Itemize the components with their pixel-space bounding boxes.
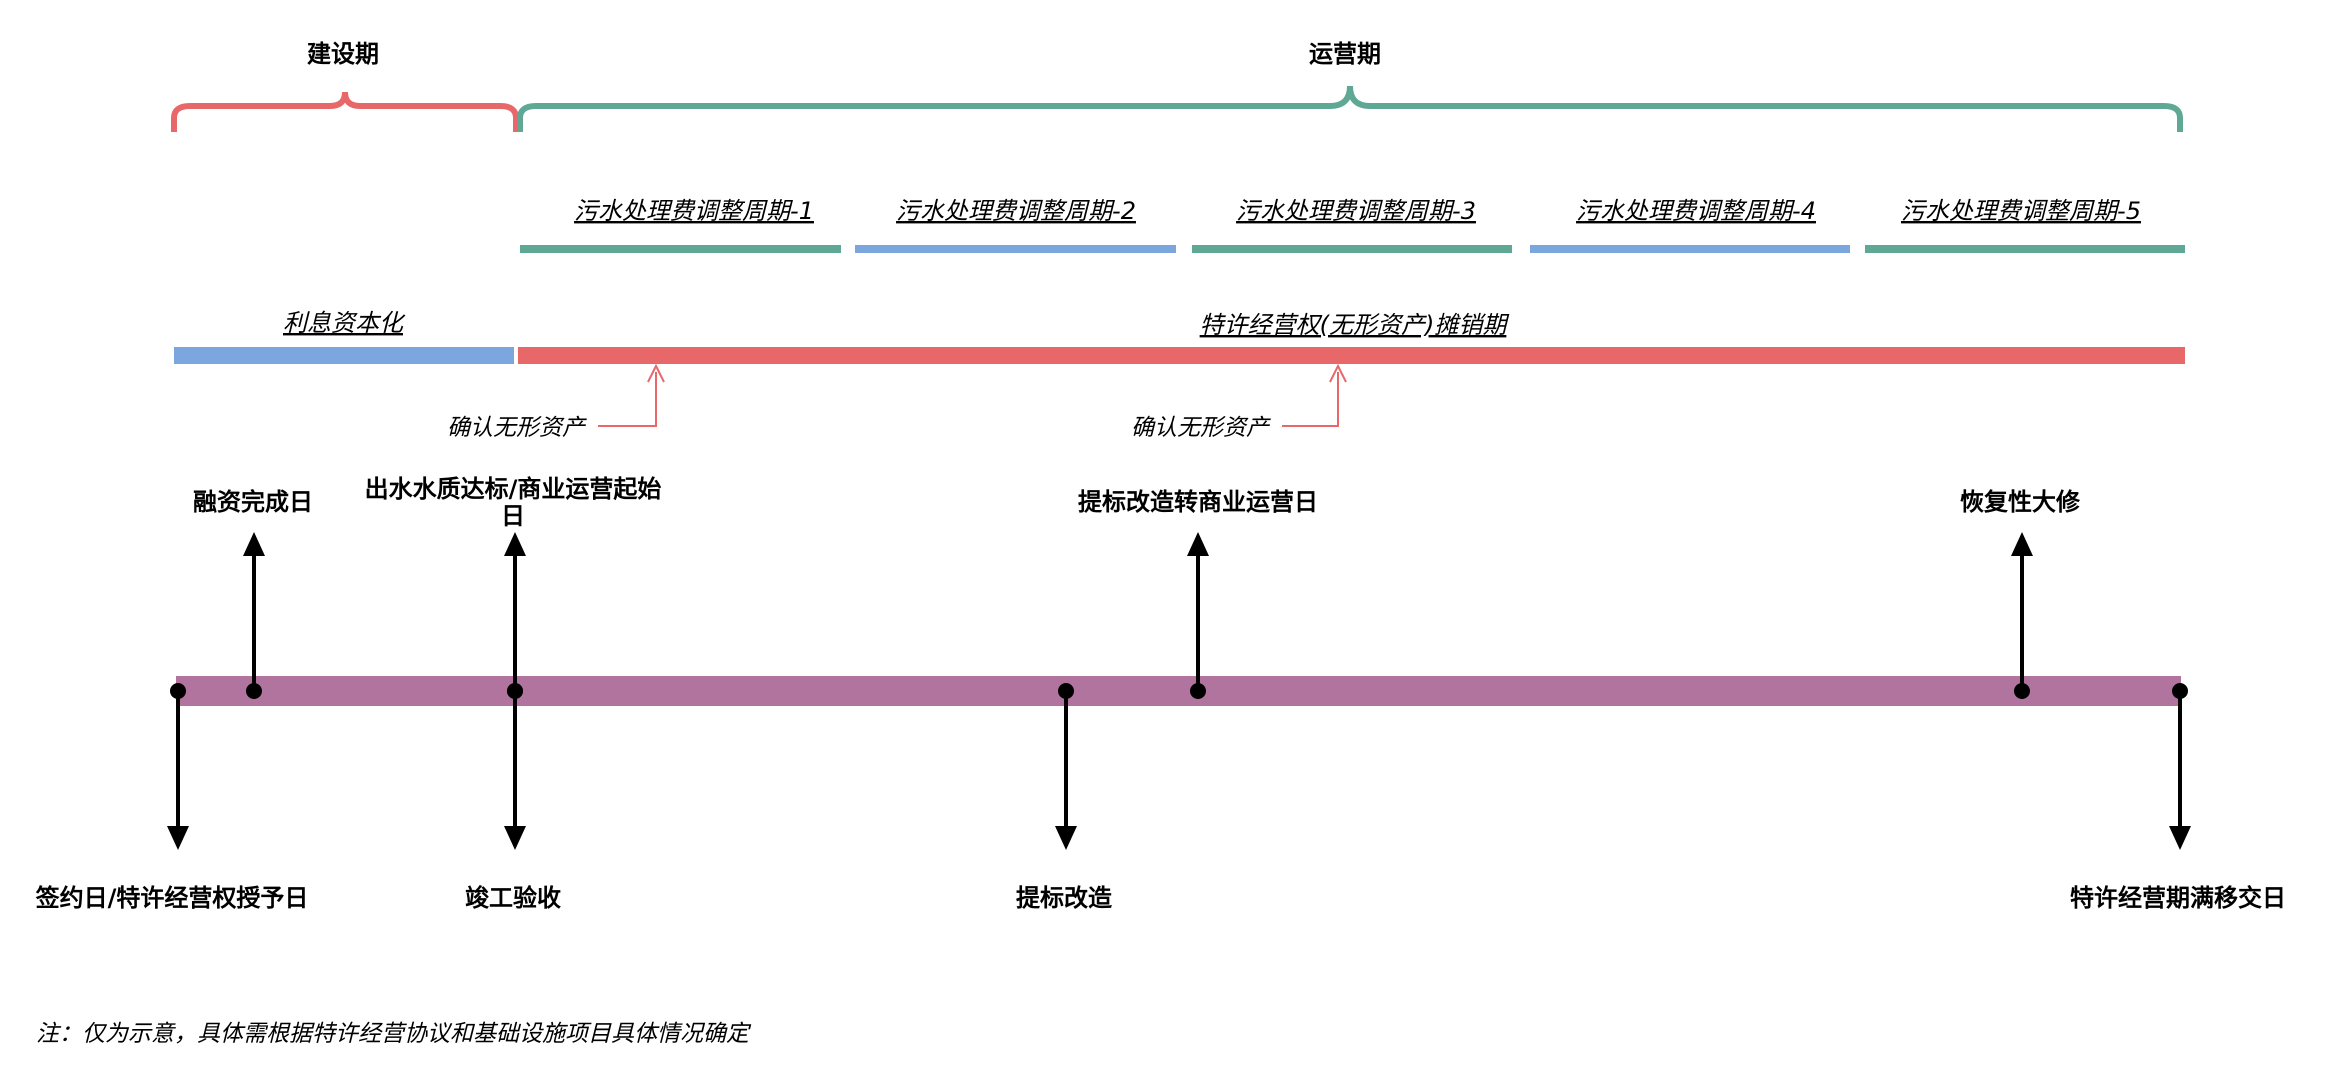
event-completion-acceptance-arrowhead xyxy=(504,826,526,850)
recognition-2: 确认无形资产 xyxy=(1131,363,1347,441)
event-financing-complete-arrowhead xyxy=(243,532,265,556)
event-financing-complete: 融资完成日 xyxy=(193,488,313,699)
event-commercial-operation: 出水水质达标/商业运营起始 日 xyxy=(365,475,662,691)
event-upgrade-label: 提标改造 xyxy=(1016,884,1112,912)
cycle-1-label: 污水处理费调整周期-1 xyxy=(574,197,814,225)
event-commercial-operation-label-line2: 日 xyxy=(501,502,525,530)
cycle-4-label: 污水处理费调整周期-4 xyxy=(1576,197,1816,225)
event-restorative-overhaul-label: 恢复性大修 xyxy=(1960,488,2081,516)
event-signing-label: 签约日/特许经营权授予日 xyxy=(35,884,309,912)
event-restorative-overhaul-arrowhead xyxy=(2011,532,2033,556)
event-upgrade-operation-arrowhead xyxy=(1187,532,1209,556)
cycle-3-bar xyxy=(1192,245,1512,253)
event-commercial-operation-label-line1: 出水水质达标/商业运营起始 xyxy=(365,475,662,503)
event-restorative-overhaul-dot xyxy=(2014,683,2030,699)
event-handover-label: 特许经营期满移交日 xyxy=(2070,884,2286,912)
event-upgrade-operation: 提标改造转商业运营日 xyxy=(1078,488,1318,699)
amortization-bar xyxy=(518,347,2185,364)
cycle-5-bar xyxy=(1865,245,2185,253)
cycle-2-label: 污水处理费调整周期-2 xyxy=(896,197,1136,225)
cycle-3-label: 污水处理费调整周期-3 xyxy=(1236,197,1476,225)
footnote: 注：仅为示意，具体需根据特许经营协议和基础设施项目具体情况确定 xyxy=(36,1021,752,1047)
event-signing: 签约日/特许经营权授予日 xyxy=(35,683,309,912)
construction-brace xyxy=(171,91,519,132)
event-commercial-operation-arrowhead xyxy=(504,532,526,556)
event-completion-acceptance-label: 竣工验收 xyxy=(465,884,561,912)
capitalization-label: 利息资本化 xyxy=(283,309,406,337)
recognition-1-label: 确认无形资产 xyxy=(447,415,587,441)
recognition-2-label: 确认无形资产 xyxy=(1131,415,1271,441)
main-timeline-bar xyxy=(176,676,2181,706)
recognition-1: 确认无形资产 xyxy=(447,363,665,441)
recognition-1-arrow-line xyxy=(598,372,657,427)
capitalization-bar xyxy=(174,347,514,364)
construction-period-label: 建设期 xyxy=(307,40,379,68)
event-handover-dot xyxy=(2172,683,2188,699)
cycle-5-label: 污水处理费调整周期-5 xyxy=(1901,197,2141,225)
event-upgrade-arrowhead xyxy=(1055,826,1077,850)
cycle-2-bar xyxy=(855,245,1176,253)
cycle-1-bar xyxy=(520,245,841,253)
event-financing-complete-dot xyxy=(246,683,262,699)
event-signing-arrowhead xyxy=(167,826,189,850)
amortization-label: 特许经营权(无形资产)摊销期 xyxy=(1200,311,1510,339)
event-upgrade-operation-dot xyxy=(1190,683,1206,699)
adjustment-cycles: 污水处理费调整周期-1 污水处理费调整周期-2 污水处理费调整周期-3 污水处理… xyxy=(520,197,2185,253)
recognition-2-arrowhead xyxy=(1329,363,1347,383)
event-upgrade-dot xyxy=(1058,683,1074,699)
event-financing-complete-label: 融资完成日 xyxy=(193,488,313,516)
event-handover-arrowhead xyxy=(2169,826,2191,850)
recognition-2-arrow-line xyxy=(1282,372,1339,427)
event-restorative-overhaul: 恢复性大修 xyxy=(1960,488,2081,699)
event-completion-acceptance: 竣工验收 xyxy=(465,683,561,912)
event-signing-dot xyxy=(170,683,186,699)
event-handover: 特许经营期满移交日 xyxy=(2070,683,2286,912)
event-upgrade-operation-label: 提标改造转商业运营日 xyxy=(1078,488,1318,516)
event-commercial-operation-dot xyxy=(507,683,523,699)
operation-period-label: 运营期 xyxy=(1309,40,1381,68)
cycle-4-bar xyxy=(1530,245,1850,253)
recognition-1-arrowhead xyxy=(647,363,665,383)
operation-brace xyxy=(517,85,2183,132)
event-upgrade: 提标改造 xyxy=(1016,683,1112,912)
